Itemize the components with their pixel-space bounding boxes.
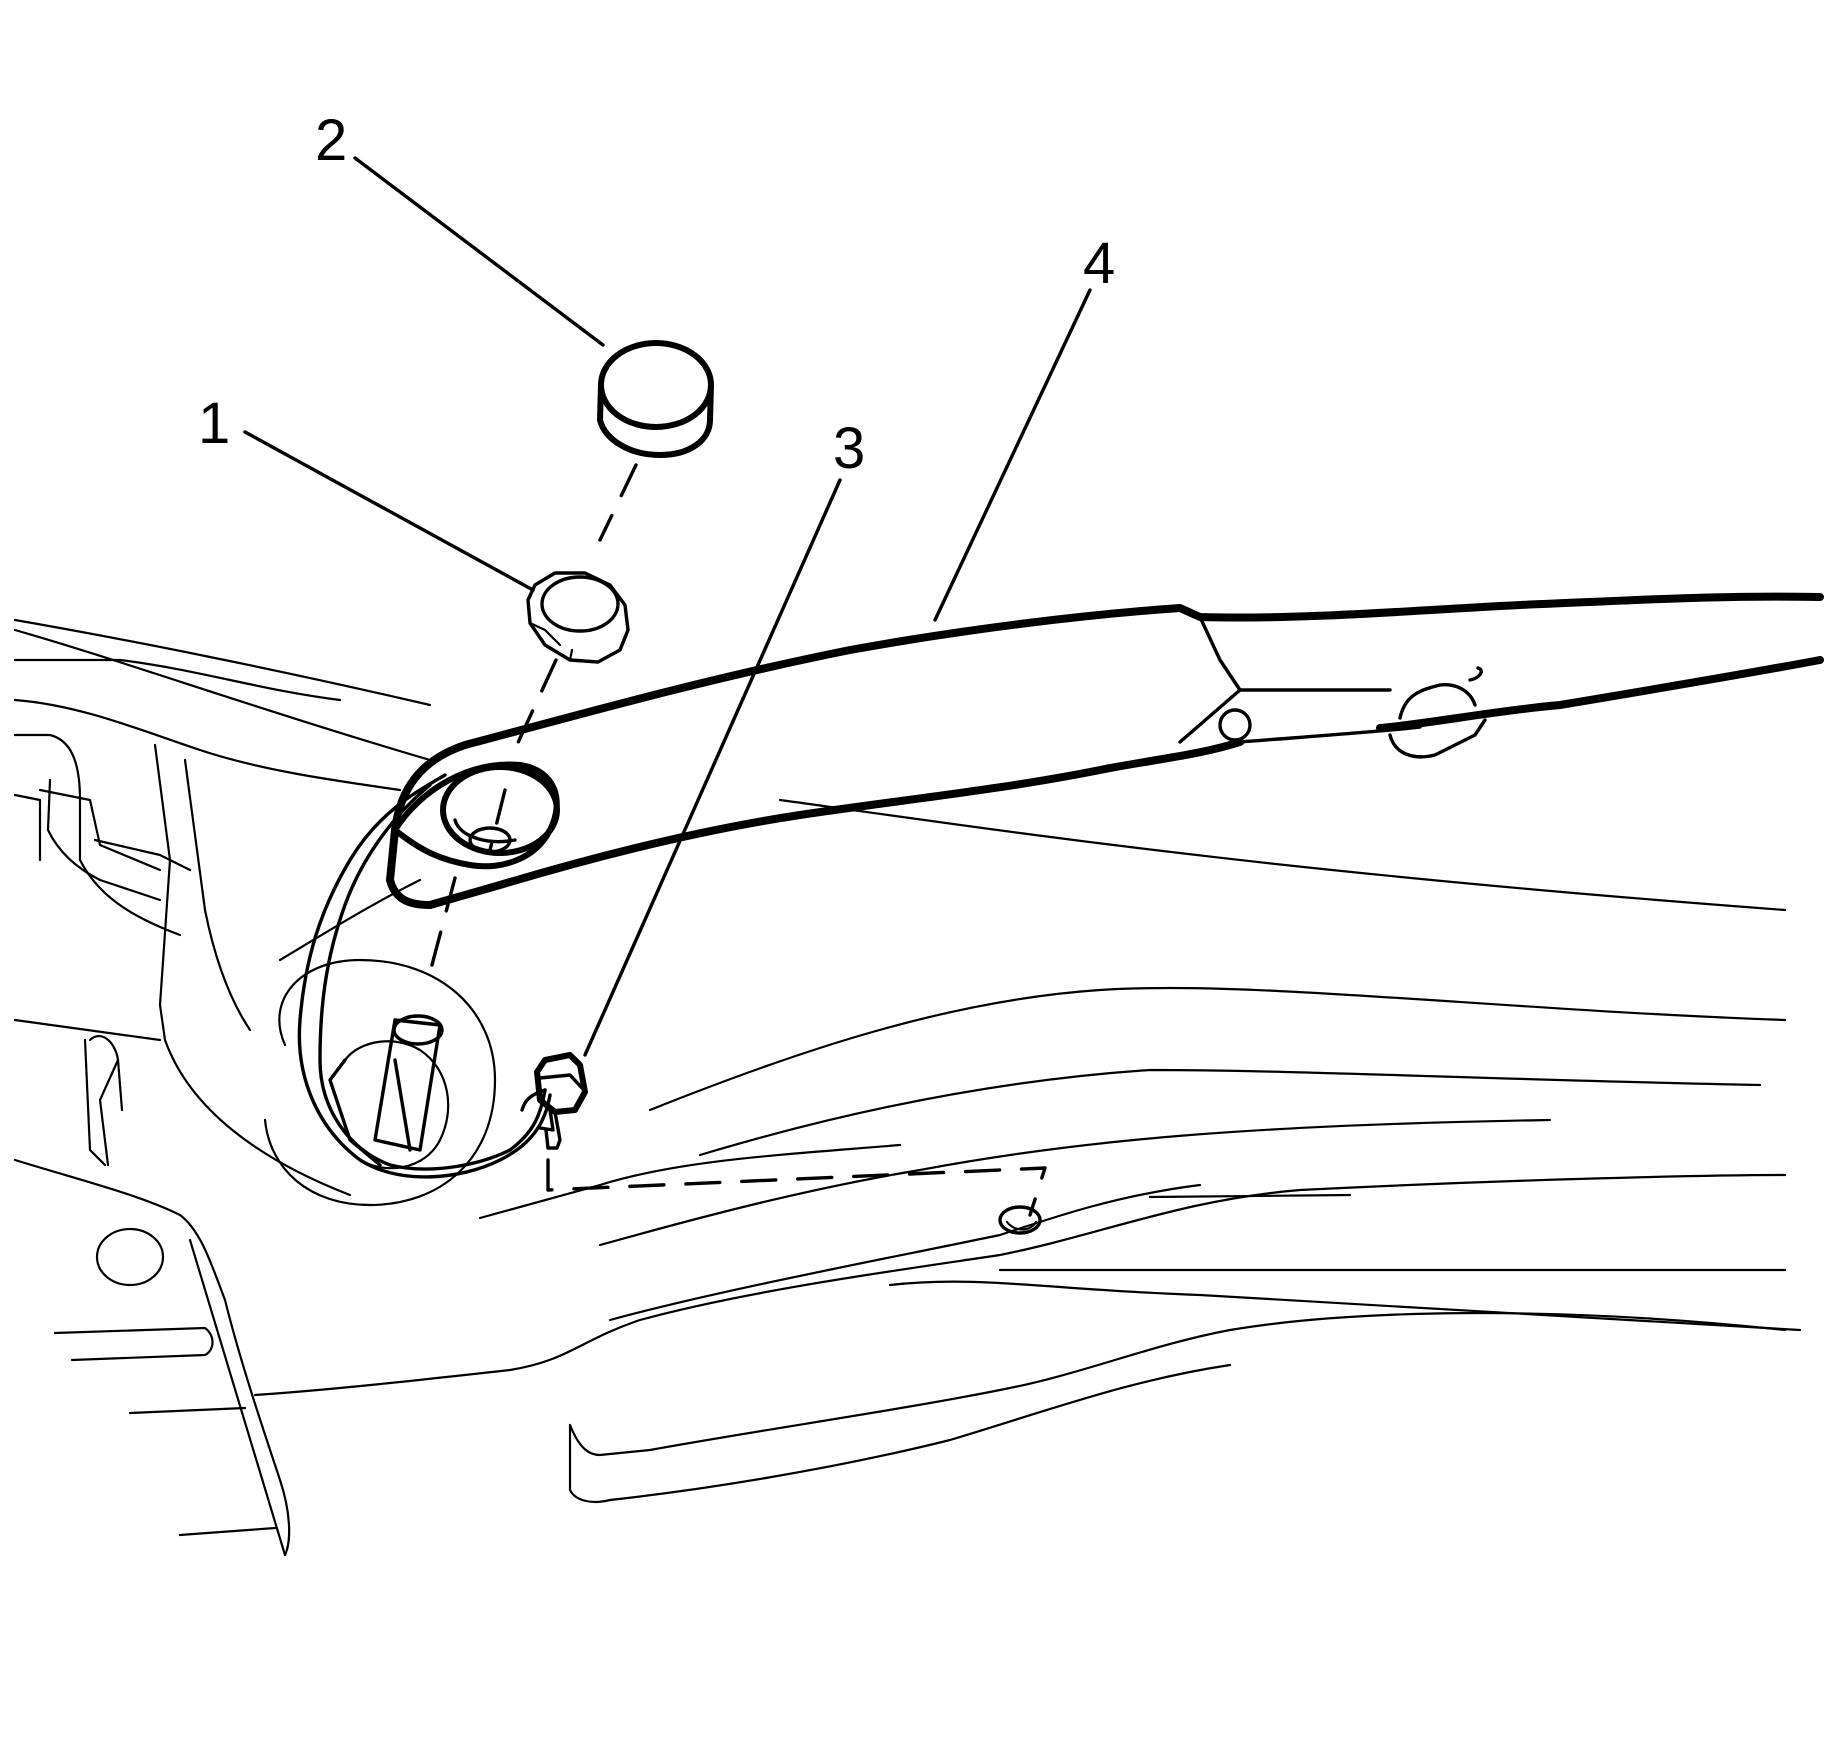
washer-nozzle [520,1052,588,1150]
wiper-arm [386,592,1824,909]
leader-3 [583,478,842,1057]
callout-1: 1 [198,391,230,456]
arm-pivot-bore [392,761,560,870]
cowl-panel-lines [13,618,1802,1557]
callout-3: 3 [833,416,865,481]
nut [526,571,630,664]
pivot-shaft-well [263,958,497,1207]
mounting-hole [998,1205,1042,1235]
cap [597,340,714,458]
assembly-dashed-lines [426,463,1047,1217]
leader-2 [353,156,605,347]
callout-4: 4 [1083,231,1115,296]
leader-4 [933,288,1092,622]
leader-1 [243,430,535,592]
callout-2: 2 [315,108,347,173]
callouts: 1 2 3 4 [198,108,1115,481]
washer-hose [297,773,552,1179]
leader-lines [243,156,1092,1057]
